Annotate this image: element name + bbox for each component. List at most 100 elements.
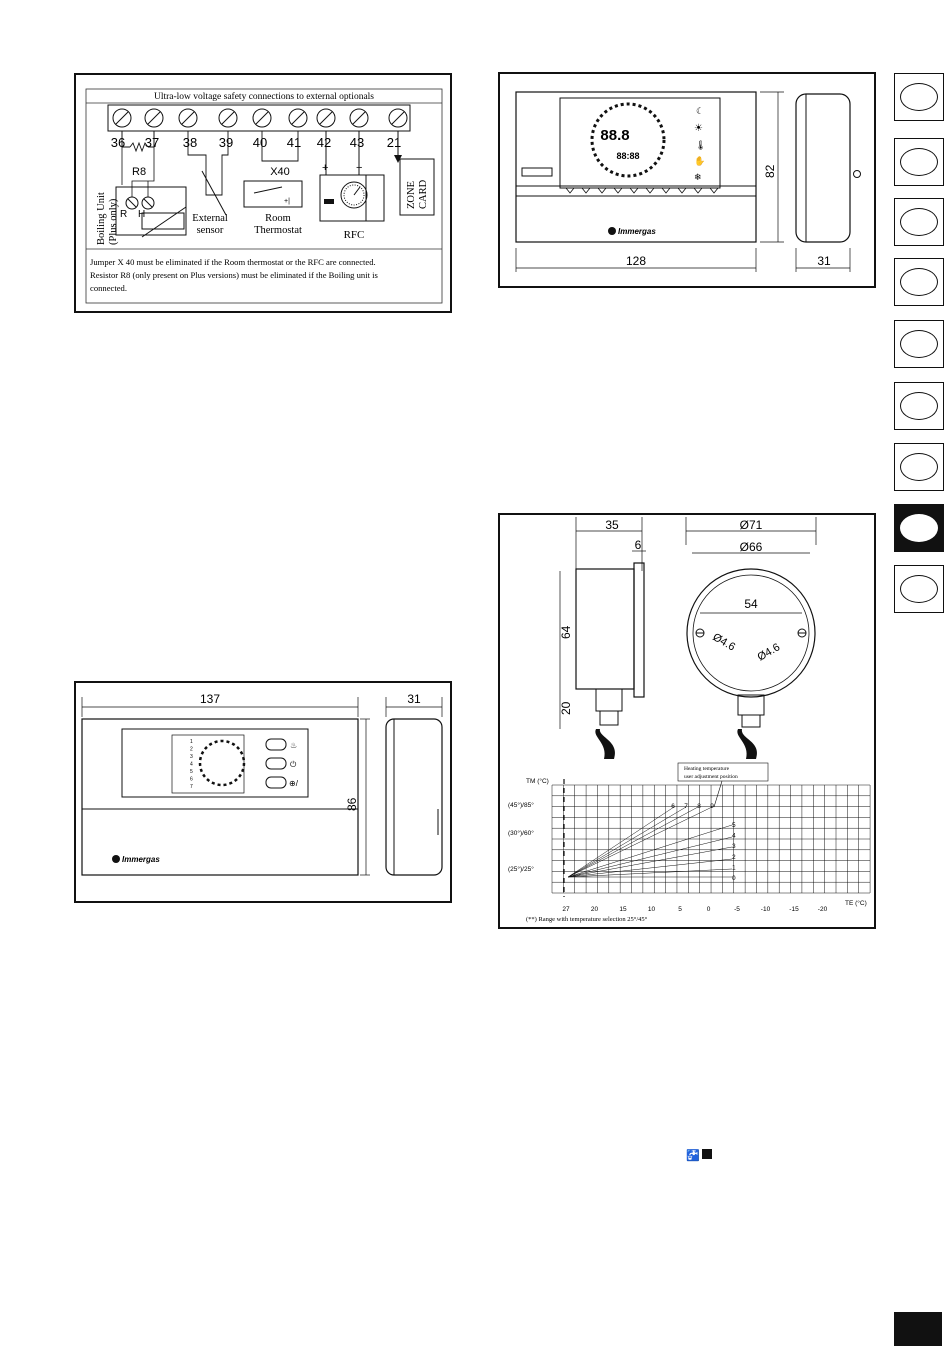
- zone-card-label-1: ZONE: [406, 181, 417, 209]
- remote-control-panel: 88.8 88:88 ☾ ☀ 🌡 ✋ ❄ Immergas 82 128 31: [498, 72, 876, 288]
- dim-height-86: 86: [345, 797, 359, 811]
- r8-label: R8: [132, 166, 146, 178]
- language-tab-6[interactable]: [894, 382, 944, 430]
- language-tab-4[interactable]: [894, 258, 944, 306]
- dial-number: 7: [190, 784, 193, 790]
- terminal-label: 39: [219, 135, 233, 150]
- dim-depth: 31: [817, 254, 831, 268]
- remote-button: [693, 187, 703, 194]
- zone-card-label-2: CARD: [418, 179, 429, 209]
- boiling-unit-label-1: Boiling Unit: [96, 192, 107, 245]
- terminal-label: 36: [111, 135, 125, 150]
- chart-x-label: -15: [789, 906, 799, 913]
- dim-d71: Ø71: [740, 518, 763, 532]
- dim-6: 6: [635, 538, 642, 552]
- remote-button: [597, 187, 607, 194]
- chart-x-label: 0: [707, 906, 711, 913]
- boiler-icon: [701, 1149, 712, 1159]
- heating-curve: [567, 846, 733, 878]
- terminal-label: 38: [183, 135, 197, 150]
- language-tab-3[interactable]: [894, 198, 944, 246]
- terminal-screw: [112, 108, 132, 128]
- chart-x-label: 5: [678, 906, 682, 913]
- chart-y-label: (25°)/25°: [508, 865, 534, 873]
- chart-y-label: (45°)/85°: [508, 801, 534, 809]
- lcd-main: 88.8: [600, 127, 629, 144]
- wiring-header: Ultra-low voltage safety connections to …: [154, 91, 374, 102]
- heating-curve: [567, 836, 733, 878]
- flag-oval-icon: [900, 83, 938, 111]
- dim-35: 35: [605, 518, 619, 532]
- remote-button: [565, 187, 575, 194]
- terminal-screw: [218, 108, 238, 128]
- boiling-unit-label-2: (Plus only): [108, 198, 119, 245]
- dim-20: 20: [559, 701, 573, 715]
- reset-icon: ⊕/: [289, 779, 299, 788]
- chart-x-title: TE (°C): [845, 899, 867, 907]
- power-icon: ⏻: [290, 760, 297, 769]
- svg-text:+|: +|: [284, 198, 290, 205]
- dial-number: 4: [190, 762, 193, 768]
- terminal-screw: [349, 108, 369, 128]
- dim-d46-right: Ø4.6: [756, 641, 783, 663]
- chart-y-title: TM (°C): [526, 777, 549, 785]
- rfc-plus: +: [322, 162, 328, 174]
- hand-icon: ✋: [694, 155, 705, 166]
- dim-54: 54: [744, 597, 758, 611]
- x40-label: X40: [270, 166, 290, 178]
- terminal-screw: [178, 108, 198, 128]
- chart-y-label: (30°)/60°: [508, 829, 534, 837]
- dim-64: 64: [559, 625, 573, 639]
- heating-curve: [567, 806, 687, 878]
- sun-icon: ☀: [694, 123, 703, 134]
- remote-button: [661, 187, 671, 194]
- tap-icon: 🚰: [686, 1149, 700, 1162]
- curve-label-top: 8: [697, 803, 701, 810]
- remote-button: [613, 187, 623, 194]
- terminal-label: 42: [317, 135, 331, 150]
- antifreeze-icon: ❄: [694, 172, 702, 182]
- curve-label-top: 6: [671, 803, 675, 810]
- thermostat-label-2: Thermostat: [254, 225, 302, 236]
- language-tab-7[interactable]: [894, 443, 944, 491]
- moon-icon: ☾: [696, 106, 704, 116]
- heating-curve: [567, 806, 675, 878]
- page-number-block: [894, 1312, 942, 1346]
- chart-x-label: 10: [648, 906, 656, 913]
- sensor-chart-panel: 35 6 64 20 Ø71 Ø66 54 Ø4.6 Ø4.6 (45°)/85…: [498, 513, 876, 929]
- language-tab-9[interactable]: [894, 565, 944, 613]
- brand-logo-remote: Immergas: [618, 227, 656, 236]
- language-tab-8[interactable]: [894, 504, 944, 552]
- curve-label-side: 1: [732, 864, 736, 871]
- wiring-diagram: Ultra-low voltage safety connections to …: [85, 88, 443, 304]
- curve-label-top: 9: [710, 803, 714, 810]
- heating-curve: [567, 868, 733, 878]
- language-tab-5[interactable]: [894, 320, 944, 368]
- dim-width: 128: [626, 254, 646, 268]
- thermometer-icon: 🌡: [695, 140, 706, 150]
- curve-label-top: 7: [684, 803, 688, 810]
- external-sensor-label-1: External: [192, 213, 228, 224]
- flag-oval-icon: [900, 330, 938, 358]
- flag-oval-icon: [900, 148, 938, 176]
- dim-d66: Ø66: [740, 540, 763, 554]
- dial-number: 1: [190, 739, 193, 745]
- flame-icon: ♨: [290, 741, 297, 750]
- dial-number: 5: [190, 769, 193, 775]
- terminal-screw: [316, 108, 336, 128]
- chart-x-label: -10: [761, 906, 771, 913]
- language-tab-1[interactable]: [894, 73, 944, 121]
- dial-number: 6: [190, 777, 193, 783]
- curve-label-side: 0: [732, 875, 736, 882]
- flag-oval-icon: [900, 575, 938, 603]
- wiring-diagram-panel: Ultra-low voltage safety connections to …: [74, 73, 452, 313]
- remote-control-drawing: 88.8 88:88 ☾ ☀ 🌡 ✋ ❄ Immergas 82 128 31: [515, 91, 861, 272]
- lcd-sub: 88:88: [616, 151, 639, 161]
- dim-width-137: 137: [200, 692, 220, 706]
- remote-button: [581, 187, 591, 194]
- chart-callout-2: user adjustment position: [684, 774, 738, 780]
- language-tab-2[interactable]: [894, 138, 944, 186]
